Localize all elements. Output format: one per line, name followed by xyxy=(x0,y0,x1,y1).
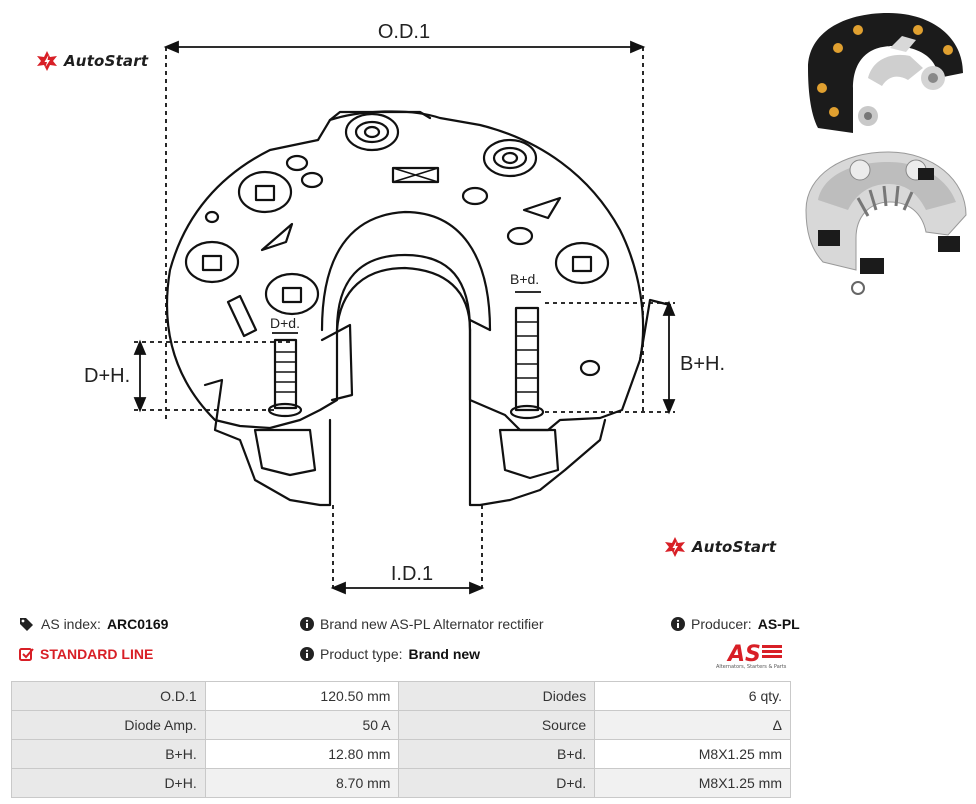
spec-value: 8.70 mm xyxy=(204,768,400,798)
spec-value: M8X1.25 mm xyxy=(594,739,791,769)
rectifier-technical-drawing: O.D.1 I.D.1 B+H. D+H. B+d. D+d. xyxy=(84,21,725,595)
product-type-value: Brand new xyxy=(408,646,481,662)
spec-label: B+d. xyxy=(398,739,596,769)
as-pl-logo: AS Alternators, Starters & Parts xyxy=(716,642,787,670)
producer-value: AS-PL xyxy=(757,616,800,632)
info-circle-icon xyxy=(300,647,314,661)
tags-icon xyxy=(20,618,33,631)
autostart-logo-text: AutoStart xyxy=(64,52,149,70)
id-label: I.D.1 xyxy=(391,563,433,585)
producer-label: Producer: xyxy=(691,616,752,632)
table-row: O.D.1 120.50 mm Diodes 6 qty. xyxy=(11,681,791,711)
autostart-logo-icon xyxy=(37,51,57,71)
inner-arch xyxy=(320,210,492,332)
bd-label: B+d. xyxy=(510,271,539,287)
autostart-logo-icon xyxy=(665,537,685,557)
as-index-value: ARC0169 xyxy=(106,616,169,632)
producer: Producer: AS-PL xyxy=(671,616,800,632)
table-row: Diode Amp. 50 A Source Δ xyxy=(11,710,791,740)
spec-value: 6 qty. xyxy=(594,681,791,711)
spec-value: 50 A xyxy=(204,710,400,740)
autostart-logo-text: AutoStart xyxy=(692,538,777,556)
spec-table: O.D.1 120.50 mm Diodes 6 qty. Diode Amp.… xyxy=(11,681,791,798)
od-label: O.D.1 xyxy=(378,21,430,43)
product-photo-top xyxy=(808,13,963,133)
spec-label: B+H. xyxy=(11,739,206,769)
spec-label: D+d. xyxy=(398,768,596,798)
table-row: B+H. 12.80 mm B+d. M8X1.25 mm xyxy=(11,739,791,769)
spec-label: Diode Amp. xyxy=(11,710,206,740)
rectifier-body-outline xyxy=(165,110,645,432)
product-description: Brand new AS-PL Alternator rectifier xyxy=(300,616,544,632)
as-index: AS index: ARC0169 xyxy=(19,616,168,632)
spec-value: M8X1.25 mm xyxy=(594,768,791,798)
spec-label: Source xyxy=(398,710,596,740)
svg-text:AS: AS xyxy=(726,642,761,667)
standard-line-badge: STANDARD LINE xyxy=(19,646,153,662)
dh-label: D+H. xyxy=(84,365,130,387)
description-text: Brand new AS-PL Alternator rectifier xyxy=(320,616,544,632)
checkbox-icon xyxy=(19,648,34,661)
svg-text:Alternators, Starters & Parts: Alternators, Starters & Parts xyxy=(716,664,787,670)
spec-label: O.D.1 xyxy=(11,681,206,711)
dd-label: D+d. xyxy=(270,315,300,331)
autostart-logo: AutoStart xyxy=(36,50,148,72)
spec-value: 120.50 mm xyxy=(204,681,400,711)
table-row: D+H. 8.70 mm D+d. M8X1.25 mm xyxy=(11,768,791,798)
spec-label: D+H. xyxy=(11,768,206,798)
autostart-logo-watermark: AutoStart xyxy=(664,536,776,558)
spec-label: Diodes xyxy=(398,681,596,711)
info-circle-icon xyxy=(300,617,314,631)
info-circle-icon xyxy=(671,617,685,631)
product-photo-bottom xyxy=(805,151,967,295)
as-index-label: AS index: xyxy=(41,616,101,632)
standard-line-text: STANDARD LINE xyxy=(40,646,154,662)
bh-label: B+H. xyxy=(680,353,725,375)
product-type-label: Product type: xyxy=(320,646,403,662)
spec-value: Δ xyxy=(594,710,791,740)
spec-value: 12.80 mm xyxy=(204,739,400,769)
product-type: Product type: Brand new xyxy=(300,646,480,662)
